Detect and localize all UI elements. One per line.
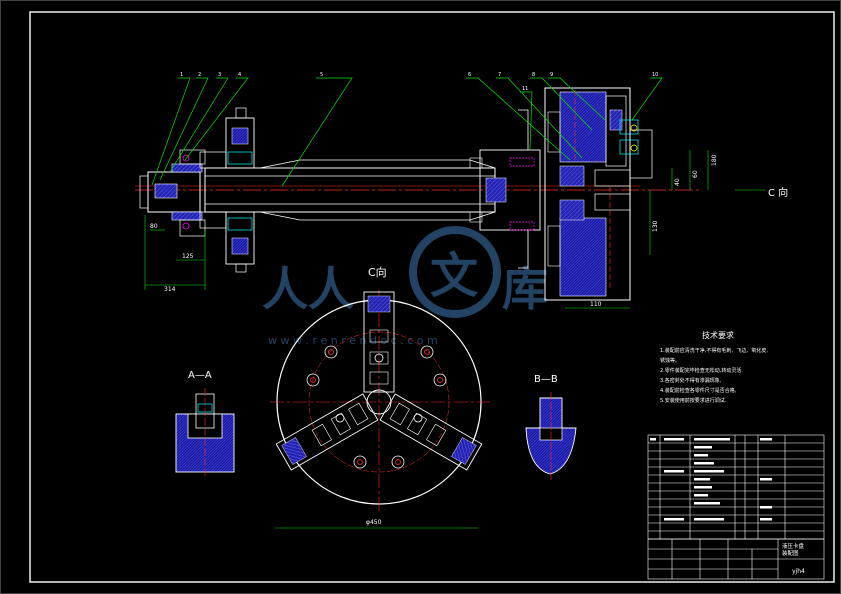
leader-tag: 10 xyxy=(652,72,658,78)
jaw-right xyxy=(275,393,379,471)
dimension-label: 60 xyxy=(692,170,699,178)
leader-tag: 1 xyxy=(180,72,183,78)
tech-requirements: 技术要求 1.装配前应清洗干净,不得有毛刺、飞边、氧化皮, 锈蚀等。 2.零件装… xyxy=(660,330,768,404)
watermark-text-right: 库 xyxy=(502,262,548,316)
section-bb-title: B—B xyxy=(534,374,558,385)
title-block xyxy=(647,538,825,580)
watermark: 人人 文 库 w w w . r e n r e n d o c . c o m xyxy=(262,226,548,347)
dimension-label: 110 xyxy=(590,301,602,308)
bolt-hole xyxy=(310,377,316,383)
dimension-label: φ450 xyxy=(366,519,382,526)
dimension-label: 314 xyxy=(164,286,176,293)
jaw-top xyxy=(363,291,395,393)
c-view-arrow-label: C 向 xyxy=(768,186,788,199)
bolt-hole xyxy=(357,459,363,465)
tech-req-line: 5.安装使用前按要求进行调试. xyxy=(660,397,727,404)
title-block-project: 液压卡盘 xyxy=(782,542,805,550)
leader-tag: 6 xyxy=(468,72,471,78)
main-section-view: 1 2 3 4 5 6 7 8 9 10 11 314 xyxy=(135,72,788,529)
dimension-label: 125 xyxy=(182,253,194,260)
section-aa-title: A—A xyxy=(188,370,212,381)
tech-req-line: 2.零件装配完毕检查无松动,转动灵活. xyxy=(660,367,743,374)
bolt-hole xyxy=(306,373,320,387)
jaw-left xyxy=(379,393,483,471)
bolt-hole xyxy=(420,345,434,359)
watermark-circle-icon xyxy=(409,226,501,318)
title-block-drawing: 装配图 xyxy=(782,549,799,557)
watermark-url: w w w . r e n r e n d o c . c o m xyxy=(268,334,438,347)
dimension-label: 130 xyxy=(652,220,659,232)
bolt-hole xyxy=(395,459,401,465)
watermark-text-mid: 文 xyxy=(430,248,478,304)
leader-tag: 8 xyxy=(532,72,535,78)
bolt-hole xyxy=(328,349,334,355)
parts-list-text-stubs xyxy=(650,438,772,521)
leader-tag: 3 xyxy=(218,72,221,78)
leader-tag: 7 xyxy=(498,72,501,78)
dimension-label: 40 xyxy=(674,178,681,186)
bolt-hole xyxy=(391,455,405,469)
section-aa: A—A xyxy=(175,370,235,476)
tech-req-title: 技术要求 xyxy=(702,330,734,340)
leader-tag: 9 xyxy=(550,72,553,78)
c-view-title: C向 xyxy=(368,265,387,279)
tech-req-line: 锈蚀等。 xyxy=(660,357,680,364)
leader-tag: 11 xyxy=(522,86,528,92)
dimension-label: 80 xyxy=(150,223,158,230)
tech-req-line: 4.装配前检查各零件尺寸是否合格, xyxy=(660,387,737,394)
dimension-lines xyxy=(144,150,765,529)
leader-tags: 1 2 3 4 5 6 7 8 9 10 11 xyxy=(180,72,658,92)
watermark-text-left: 人人 xyxy=(262,262,354,316)
chuck-body-hatch-top xyxy=(559,91,607,163)
bolt-hole xyxy=(413,413,423,423)
leader-lines xyxy=(151,77,663,187)
bolt-hole xyxy=(433,373,447,387)
c-view-chuck-face: C向 xyxy=(270,265,490,526)
leader-tag: 4 xyxy=(238,72,241,78)
leader-tag: 2 xyxy=(198,72,201,78)
section-bb: B—B xyxy=(525,374,577,480)
tech-req-line: 3.各密封处不得有渗漏现象, xyxy=(660,377,722,384)
bolt-hole xyxy=(424,349,430,355)
title-block-code: yjh4 xyxy=(792,568,805,575)
bolt-holes xyxy=(306,345,447,469)
bolt-hole xyxy=(324,345,338,359)
leader-tag: 5 xyxy=(320,72,323,78)
dimension-label: 180 xyxy=(711,154,718,166)
bolt-hole xyxy=(374,353,384,363)
tech-req-line: 1.装配前应清洗干净,不得有毛刺、飞边、氧化皮, xyxy=(660,347,768,354)
drawing-border xyxy=(29,11,835,583)
bolt-hole xyxy=(353,455,367,469)
bolt-hole xyxy=(335,413,345,423)
bolt-hole xyxy=(437,377,443,383)
parts-list-table xyxy=(647,434,825,540)
chuck-body-hatch-bottom xyxy=(559,217,607,297)
